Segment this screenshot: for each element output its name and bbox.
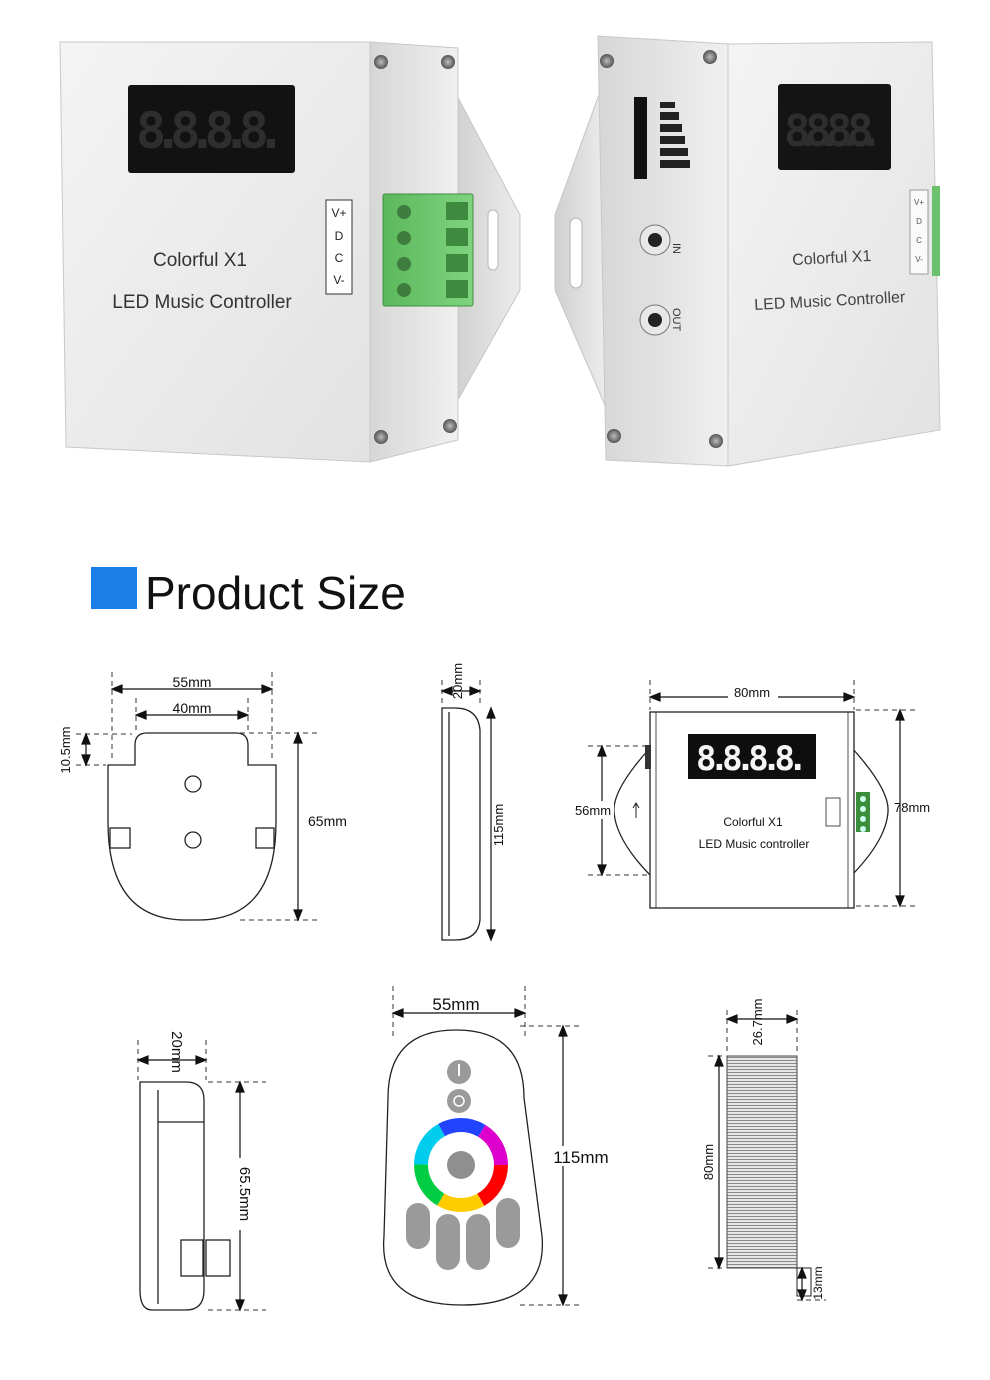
dim-mount-side-depth: 20mm xyxy=(450,663,465,699)
display-digits: 8.8.8.8. xyxy=(136,102,286,160)
dim-controller-bracket-height: 56mm xyxy=(575,803,611,818)
diagram-controller-front: 8.8.8.8. Colorful X1 LED Music controlle… xyxy=(588,680,918,909)
dim-remote-height: 115mm xyxy=(553,1148,608,1167)
terminal-label-c: C xyxy=(335,251,344,265)
terminal-label-vminus: V- xyxy=(333,273,344,287)
screw-icon xyxy=(443,419,457,433)
section-title: Product Size xyxy=(145,567,406,619)
rear-terminal-label: D xyxy=(916,217,922,226)
green-terminal-block xyxy=(382,193,474,307)
diagram-wall-mount xyxy=(76,672,318,921)
dim-holder-depth: 20mm xyxy=(168,1031,185,1073)
color-wheel-icon xyxy=(414,1118,508,1212)
dim-controller-width: 80mm xyxy=(734,685,770,700)
screw-icon xyxy=(703,50,717,64)
screw-icon xyxy=(709,434,723,448)
dim-controller-total-height: 78mm xyxy=(894,800,930,815)
diagram-brand-text: Colorful X1 xyxy=(723,815,783,829)
dim-mount-height: 65mm xyxy=(308,813,347,829)
controller-photo-side: IN OUT 8.8.8.8. V+ D C V- Colorful X1 LE… xyxy=(554,35,941,467)
wall-mount-dimension-lines xyxy=(81,684,303,922)
jack-out-label: OUT xyxy=(670,308,682,332)
section-marker xyxy=(91,567,137,609)
dim-controller-side-depth: 26.7mm xyxy=(750,999,765,1046)
seven-segment-display xyxy=(128,85,295,173)
dim-mount-side-height: 115mm xyxy=(491,804,506,846)
front-product-name-text: LED Music Controller xyxy=(112,292,292,313)
sensitivity-slider xyxy=(634,97,647,179)
dim-mount-notch: 10.5mm xyxy=(58,727,73,774)
rear-terminal-label: V- xyxy=(915,255,923,264)
remote-function-buttons xyxy=(406,1198,520,1270)
diagram-display xyxy=(688,734,816,779)
rear-brand-text: Colorful X1 xyxy=(792,248,872,269)
screw-icon xyxy=(607,429,621,443)
diagram-remote xyxy=(382,986,580,1306)
dim-controller-side-foot: 13mm xyxy=(811,1266,825,1299)
rear-terminal-label: C xyxy=(916,236,922,245)
signal-level-icon xyxy=(660,102,690,168)
seven-segment-display-rear xyxy=(778,84,891,170)
screw-icon xyxy=(374,430,388,444)
dim-controller-side-height: 80mm xyxy=(701,1144,716,1180)
terminal-label-d: D xyxy=(335,229,344,243)
display-digits-rear: 8.8.8.8. xyxy=(784,106,884,157)
controller-side-dimension-lines xyxy=(714,1014,807,1302)
dim-remote-width: 55mm xyxy=(432,995,479,1014)
front-brand-text: Colorful X1 xyxy=(153,250,247,271)
terminal-label-vplus: V+ xyxy=(331,206,346,220)
terminal-label-box xyxy=(325,199,353,295)
diagram-display-digits: 8.8.8.8. xyxy=(696,739,808,779)
screw-icon xyxy=(441,55,455,69)
dim-mount-width-inner: 40mm xyxy=(173,700,212,716)
diagram-mount-side xyxy=(441,680,481,941)
diagram-controller-side xyxy=(708,1010,826,1301)
mode-button-icon xyxy=(447,1089,471,1113)
screw-icon xyxy=(374,55,388,69)
jack-in-label: IN xyxy=(670,243,682,254)
diagram-holder-side xyxy=(137,1040,266,1311)
screw-icon xyxy=(600,54,614,68)
controller-photo-front: 8.8.8.8. V+ D C V- Colorful X1 LED Music… xyxy=(59,41,521,463)
diagram-product-name-text: LED Music controller xyxy=(699,837,810,851)
dim-holder-height: 65.5mm xyxy=(236,1167,253,1221)
dim-mount-width-outer: 55mm xyxy=(173,674,212,690)
mount-side-dimension-lines xyxy=(440,686,496,942)
rear-terminal-label: V+ xyxy=(914,198,924,207)
